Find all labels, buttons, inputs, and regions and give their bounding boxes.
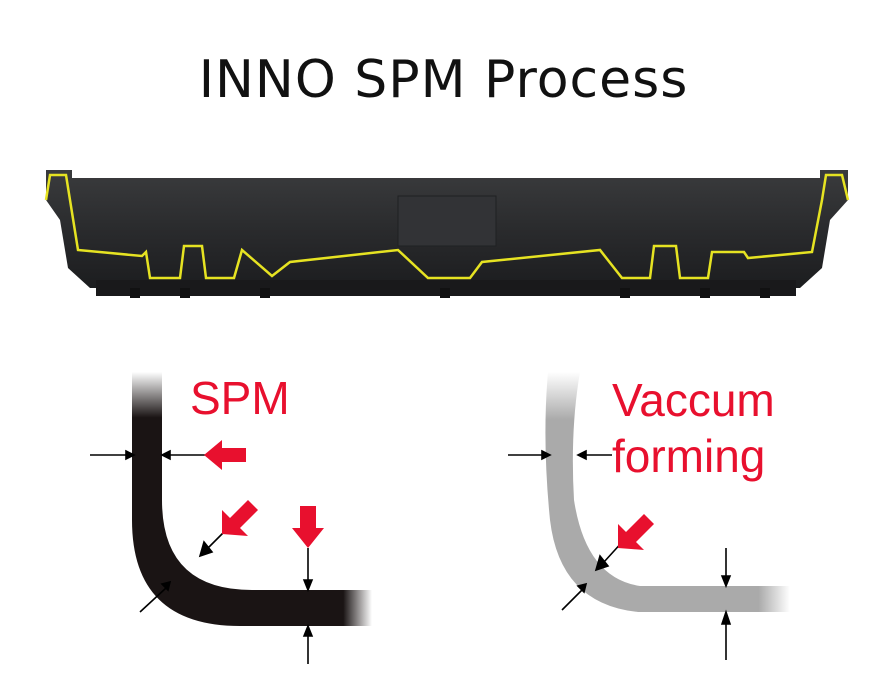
spm-profile [90, 372, 372, 664]
spm-floor-fade [300, 590, 372, 626]
tray-feet [130, 288, 770, 298]
measure-arrow-icon [90, 449, 314, 664]
measure-arrow-icon [508, 449, 732, 660]
vacuum-profile [508, 372, 790, 660]
spm-label: SPM [190, 372, 290, 424]
arrow-left-icon [204, 440, 246, 470]
vacuum-label-line1: Vaccum [612, 374, 775, 426]
arrow-down-icon [292, 506, 324, 548]
tray-outline [44, 173, 850, 280]
tray-cross-section [44, 170, 850, 298]
tray-center-boss [397, 195, 497, 247]
diagram-title: INNO SPM Process [198, 50, 689, 110]
vacuum-floor-fade [720, 586, 790, 612]
arrow-diagonal-icon [618, 514, 654, 550]
arrow-diagonal-icon [222, 500, 258, 536]
vacuum-label-line2: forming [612, 430, 766, 482]
